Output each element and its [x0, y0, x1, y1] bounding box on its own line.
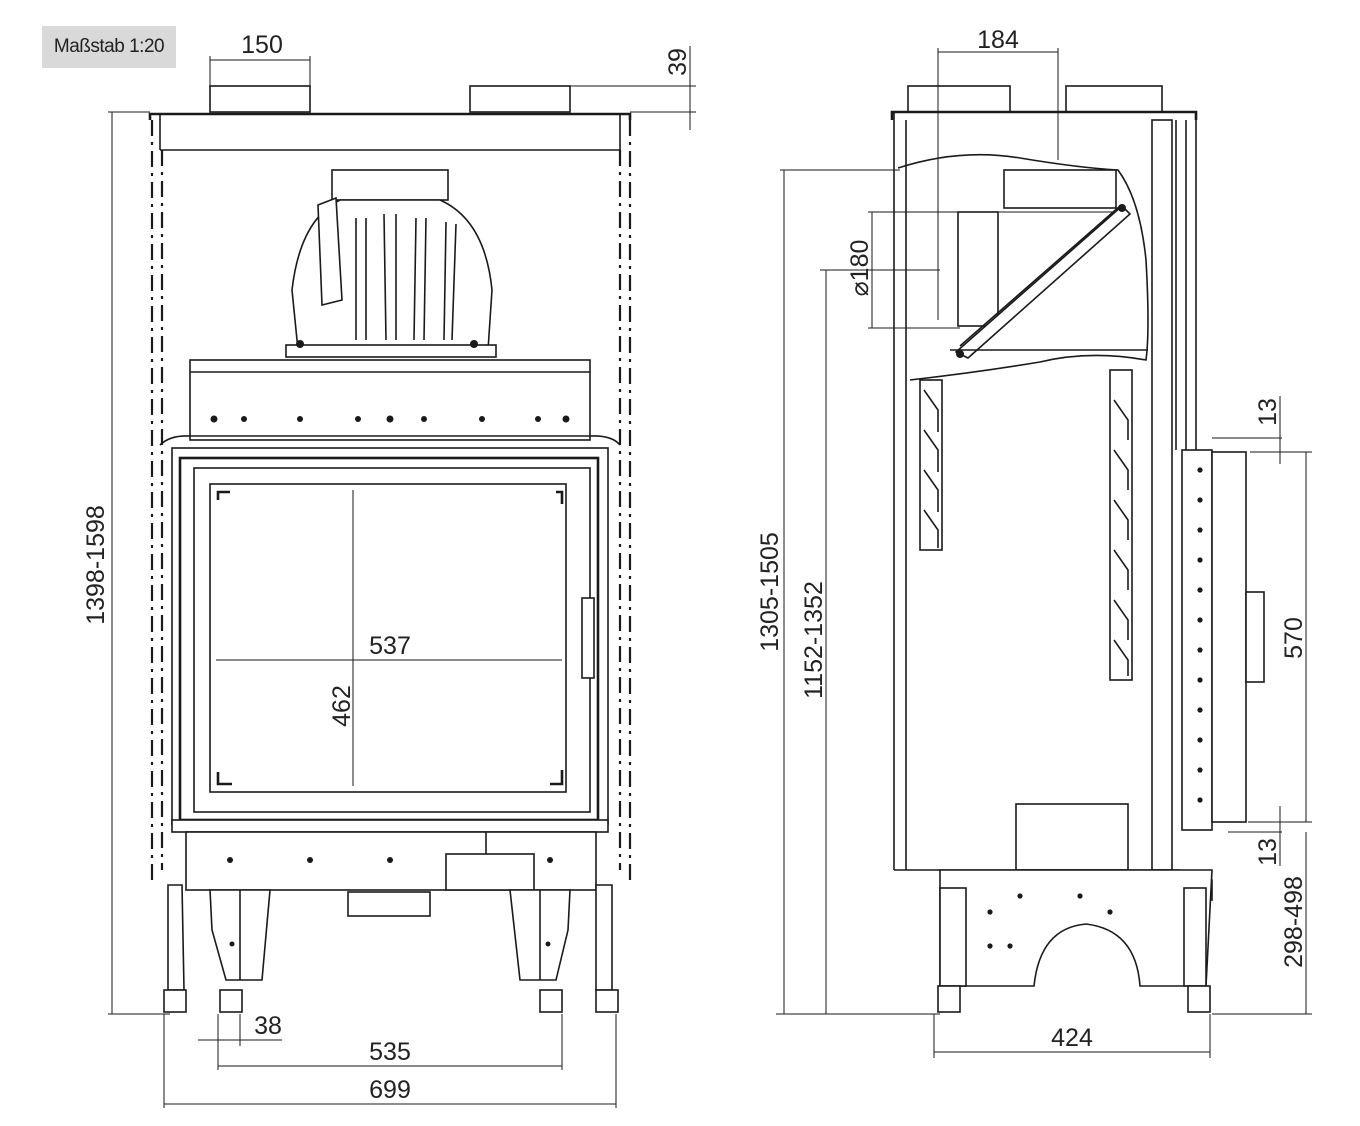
- dim-front-glass-height: 462: [328, 685, 356, 727]
- front-ash-tray: [347, 891, 431, 917]
- front-top-cover: [148, 112, 632, 120]
- side-door-handle: [1245, 591, 1265, 683]
- dim-front-leg-spacing: 535: [369, 1038, 411, 1066]
- front-glass-panel: [209, 483, 567, 793]
- side-flue-stub-right: [1065, 85, 1163, 113]
- front-flue-stub-right: [469, 85, 571, 113]
- dim-front-total-height: 1398-1598: [82, 505, 110, 625]
- front-flue-stub-left: [209, 85, 311, 113]
- dim-front-top-offset: 39: [664, 48, 692, 76]
- side-back-column: [1151, 119, 1173, 871]
- dim-side-door-base: 298-498: [1280, 876, 1308, 968]
- dim-side-top-width: 184: [977, 26, 1019, 54]
- dim-side-diameter: ⌀180: [846, 240, 874, 297]
- dim-front-leg: 38: [254, 1012, 282, 1040]
- side-cutaway: [897, 153, 1149, 381]
- dim-side-height-outer: 1305-1505: [756, 532, 784, 652]
- front-flue-head: [285, 169, 497, 358]
- dim-side-bottom-gap: 13: [1254, 838, 1282, 866]
- dim-front-glass-width: 537: [369, 632, 411, 660]
- side-fins-right: [1109, 369, 1133, 681]
- front-legs: [163, 884, 619, 1013]
- side-ash-box: [1015, 803, 1129, 871]
- side-dimensions: 184 ⌀180 1305-1505 1152-1352 13 570 13 2…: [756, 26, 1312, 1058]
- dim-front-total-width: 699: [369, 1076, 411, 1104]
- front-door-frame: [171, 447, 609, 825]
- front-upper-body: [189, 359, 591, 441]
- dim-side-depth: 424: [1051, 1024, 1093, 1052]
- side-fins-left: [919, 379, 943, 551]
- front-dimensions: 150 39 1398-1598 537 462 38 535 699: [82, 31, 696, 1108]
- front-upper-holes: [210, 415, 570, 423]
- dim-side-top-gap: 13: [1254, 398, 1282, 426]
- dim-front-top-width: 150: [241, 31, 283, 59]
- side-baffle: [954, 204, 1132, 359]
- dim-side-door-height: 570: [1280, 617, 1308, 659]
- side-base: [939, 869, 1213, 987]
- side-top-cover: [890, 110, 1198, 120]
- scale-label: Maßstab 1:20: [42, 26, 176, 68]
- dim-side-height-inner: 1152-1352: [800, 581, 828, 699]
- side-view: [890, 85, 1265, 1013]
- front-door-handle: [581, 597, 595, 679]
- front-view: [148, 85, 632, 1013]
- side-flue-stub-left: [907, 85, 1011, 113]
- side-door: [1181, 449, 1213, 831]
